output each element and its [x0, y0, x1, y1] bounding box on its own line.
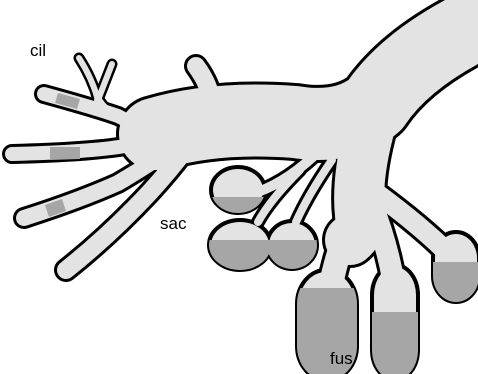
label-fus: fus: [330, 349, 353, 368]
label-sac: sac: [160, 214, 187, 233]
label-cil: cil: [30, 41, 46, 60]
branch-left-mid-shade: [50, 147, 80, 160]
